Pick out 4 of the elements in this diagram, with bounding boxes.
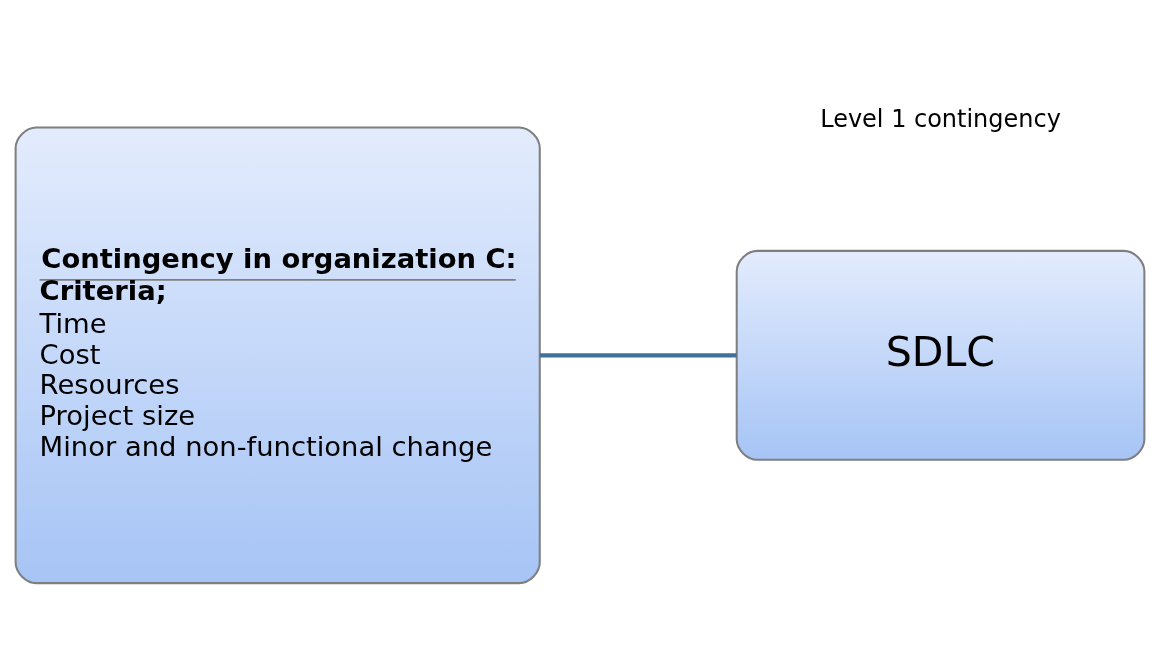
node-box: Contingency in organization C: Criteria; Time Cost Resources Project size Minor and non-functional change bbox=[14, 126, 541, 584]
connector bbox=[540, 352, 737, 357]
label: Level 1 contingency bbox=[820, 104, 1061, 133]
node-box: SDLC bbox=[735, 249, 1146, 461]
